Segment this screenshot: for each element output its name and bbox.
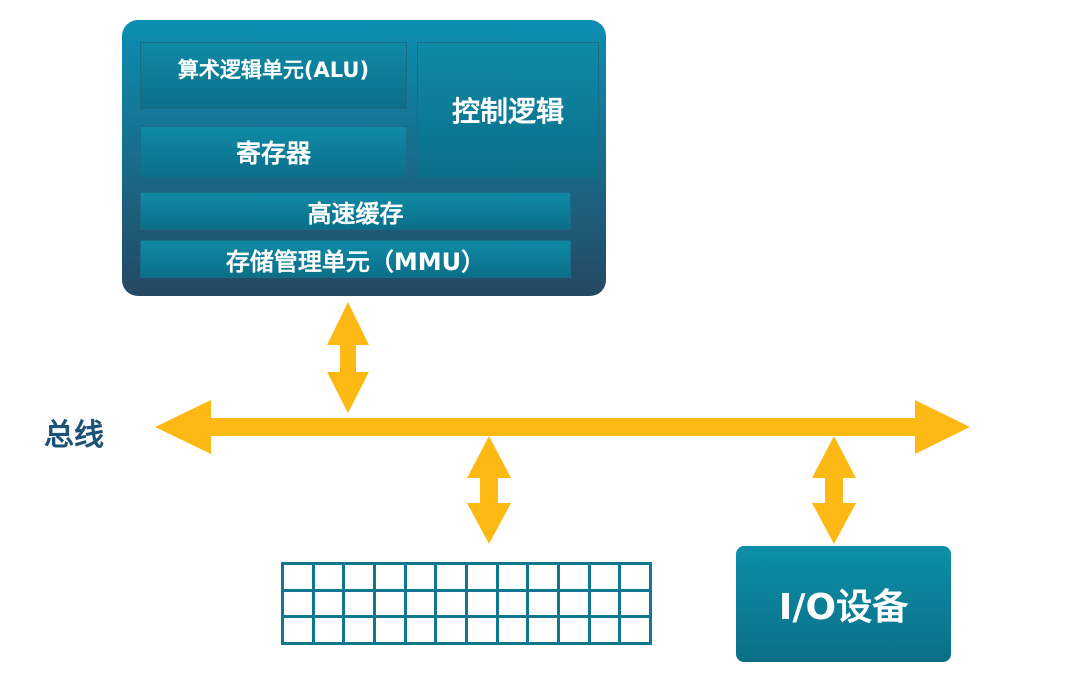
memory-cell [284,618,312,642]
memory-cell [406,591,435,616]
cpu-box: 算术逻辑单元(ALU) 控制逻辑 寄存器 高速缓存 存储管理单元（MMU） [122,20,606,296]
cache-block: 高速缓存 [140,192,571,230]
memory-cell [314,565,343,589]
memory-cell [559,591,588,616]
io-bus-arrow [812,436,856,544]
memory-bus-arrow [467,436,511,544]
main-memory-grid [281,562,652,645]
memory-cell [590,565,619,589]
memory-cell [621,591,649,616]
io-device-block: I/O设备 [736,546,951,662]
memory-cell [314,618,343,642]
memory-cell [559,565,588,589]
memory-cell [467,618,496,642]
memory-cell [590,591,619,616]
memory-cell [437,618,465,642]
memory-cell [559,618,588,642]
cache-label: 高速缓存 [307,199,404,228]
register-label: 寄存器 [235,139,311,168]
io-device-label: I/O设备 [778,587,909,628]
memory-cell [375,565,404,589]
control-logic-block: 控制逻辑 [417,42,599,178]
alu-label: 算术逻辑单元(ALU) [177,57,370,82]
memory-cell [284,591,312,616]
memory-cell [345,591,373,616]
memory-cell [437,591,465,616]
memory-cell [437,565,465,589]
memory-cell [529,618,557,642]
mmu-label: 存储管理单元（MMU） [225,247,486,276]
memory-cell [529,591,557,616]
memory-cell [621,618,649,642]
control-logic-label: 控制逻辑 [451,95,564,128]
memory-cell [621,565,649,589]
memory-cell [375,618,404,642]
register-block: 寄存器 [140,126,407,178]
alu-block: 算术逻辑单元(ALU) [140,42,407,109]
memory-cell [467,591,496,616]
memory-cell [345,618,373,642]
memory-cell [406,565,435,589]
memory-cell [529,565,557,589]
memory-cell [406,618,435,642]
mmu-block: 存储管理单元（MMU） [140,240,571,278]
memory-cell [498,618,527,642]
memory-cell [284,565,312,589]
bus-arrow [155,400,970,454]
memory-cell [345,565,373,589]
bus-label: 总线 [44,418,104,453]
memory-cell [467,565,496,589]
cpu-bus-arrow [327,302,369,413]
memory-cell [498,565,527,589]
memory-cell [314,591,343,616]
memory-cell [375,591,404,616]
memory-cell [498,591,527,616]
memory-cell [590,618,619,642]
